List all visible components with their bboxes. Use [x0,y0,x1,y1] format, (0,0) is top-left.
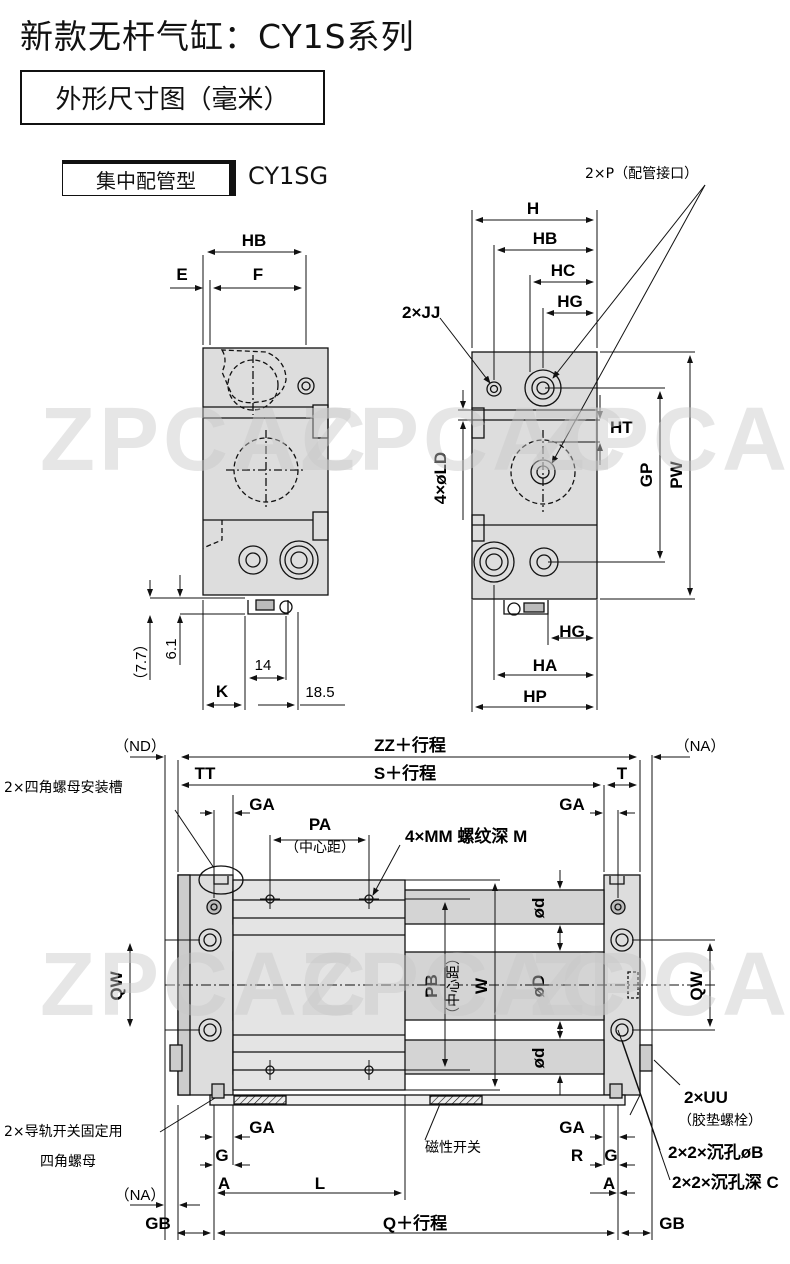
label-rail-nut: 四角螺母 [40,1154,96,1170]
label-pa-note: （中心距） [285,840,355,856]
label-l: L [315,1174,325,1193]
label-d-lower: ød [529,1048,548,1069]
side-view-left [147,249,345,710]
label-w: W [472,977,491,994]
label-pa: PA [309,815,331,834]
label-qw-right: QW [687,970,706,1000]
label-zz: ZZ＋行程 [374,735,446,755]
label-rail: 2×导轨开关固定用 [4,1124,123,1140]
variant-model: CY1SG [248,162,329,190]
label-nut-groove: 2×四角螺母安装槽 [4,780,123,796]
label-ga-top-right: GA [559,795,585,814]
label-pw: PW [667,460,686,488]
label-port: 2×P（配管接口） [585,165,698,182]
side-view-right [439,184,706,712]
label-gb-left: GB [145,1214,171,1233]
label-hc: HC [551,261,576,280]
label-qw-left: QW [107,970,126,1000]
label-k: K [216,682,229,701]
label-18-5: 18.5 [305,684,334,701]
label-6-1: 6.1 [163,639,180,660]
label-ga-bottom-right: GA [559,1118,585,1137]
variant-tag: 集中配管型 [62,160,230,196]
label-ht: HT [610,418,633,437]
label-hp: HP [523,687,547,706]
label-pb-note: （中心距） [446,951,462,1021]
label-big-d: øD [529,975,548,998]
label-tt: TT [195,764,216,783]
watermark-3: ZPCAC [530,390,790,490]
label-pb: PB [422,974,441,998]
label-c: 2×2×沉孔深 C [672,1172,779,1192]
label-b: 2×2×沉孔øB [668,1142,763,1162]
label-nd: （ND） [114,738,166,755]
label-uu-note: （胶垫螺栓） [678,1112,762,1129]
label-jj: 2×JJ [402,303,440,322]
label-r: R [571,1146,583,1165]
watermark-1: ZPCAC [40,390,370,490]
watermark-6: ZPCAC [530,935,790,1035]
label-gp: GP [637,463,656,488]
label-e: E [176,265,187,284]
label-h: H [527,199,539,218]
label-na-top: （NA） [675,738,726,755]
label-hg: HG [557,292,583,311]
label-a-right: A [603,1174,615,1193]
label-g-right: G [604,1146,617,1165]
label-ga-bottom-left: GA [249,1118,275,1137]
label-f: F [253,265,263,284]
label-14: 14 [255,657,272,674]
watermark-5: ZPCAC [300,935,630,1035]
label-ld: 4×øLD [431,452,450,504]
label-t: T [617,764,628,783]
label-na-bottom: （NA） [115,1187,166,1204]
label-d-upper: ød [529,898,548,919]
label-s: S＋行程 [374,763,436,783]
watermark-2: ZPCAC [300,390,630,490]
label-a-left: A [218,1174,230,1193]
label-hg-bottom: HG [559,622,585,641]
label-uu: 2×UU [684,1088,728,1107]
page-title: 新款无杆气缸：CY1S系列 [20,17,415,56]
watermark-4: ZPCAC [40,935,370,1035]
label-hb: HB [242,231,267,250]
label-ga-top-left: GA [249,795,275,814]
label-mm: 4×MM 螺纹深 M [405,826,527,846]
variant-tag-bar [230,160,236,196]
label-7-7: （7.7） [133,637,150,688]
label-gb-right: GB [659,1214,685,1233]
top-view [127,754,715,1240]
label-ha: HA [533,656,558,675]
label-switch: 磁性开关 [425,1140,481,1156]
label-g-left: G [215,1146,228,1165]
section-title: 外形尺寸图（毫米） [20,70,325,125]
label-q: Q＋行程 [383,1213,447,1233]
label-hb-right: HB [533,229,558,248]
